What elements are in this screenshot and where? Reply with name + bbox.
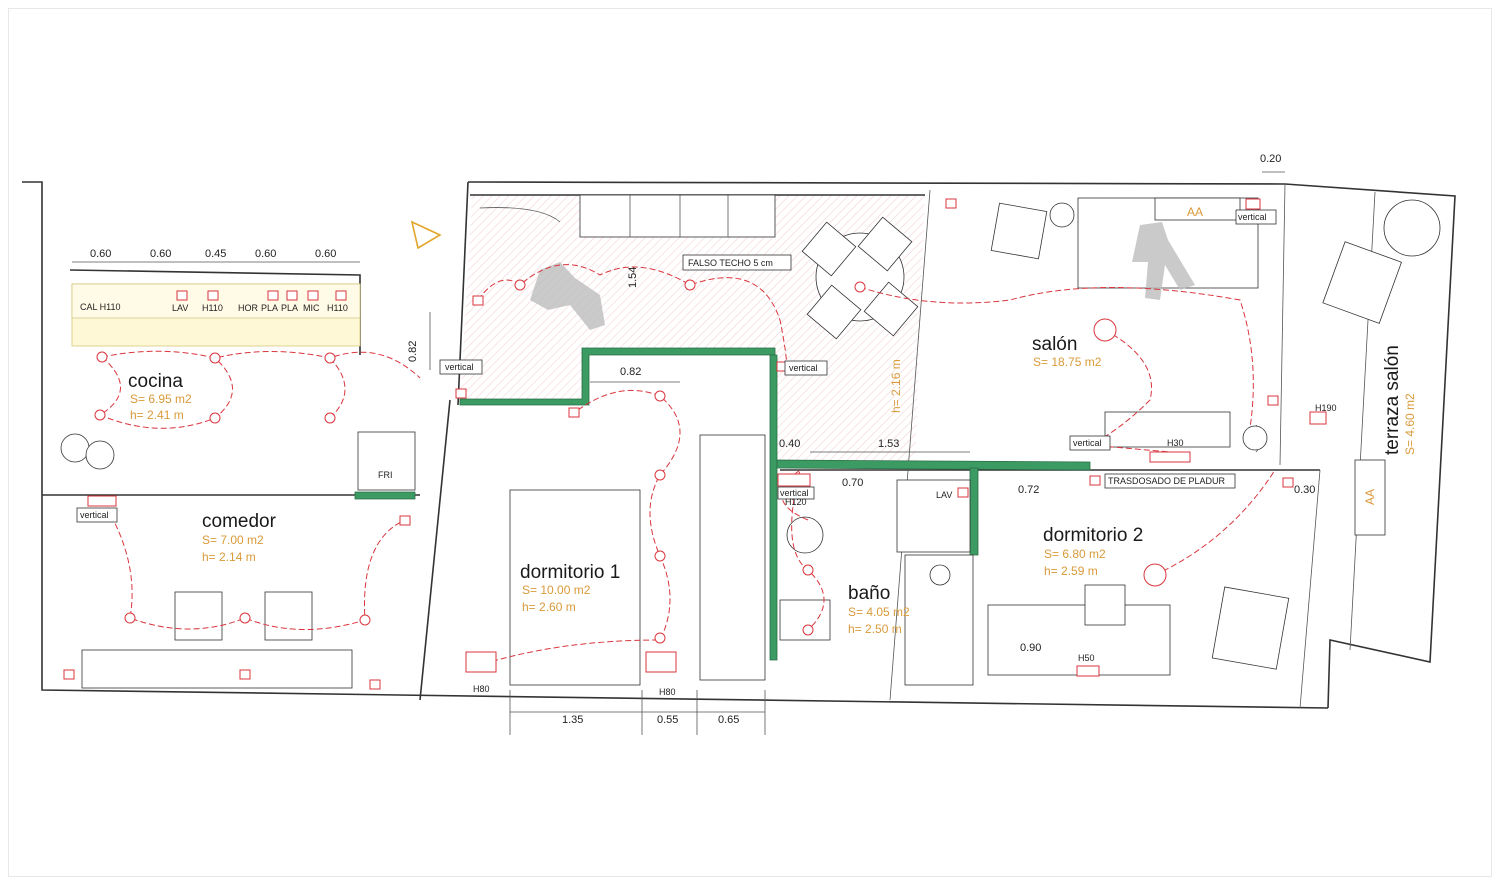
kitchen-dim-4: 0.60 [255, 248, 276, 260]
kitchen-unit-labels: CAL H110 LAV H110 HOR PLA PLA MIC H110 [80, 302, 348, 313]
label-lav-bano: LAV [936, 490, 952, 500]
room-name-cocina: cocina [128, 371, 183, 392]
unit-cal: CAL H110 [80, 302, 121, 312]
room-height-cocina: h= 2.41 m [130, 408, 184, 422]
label-vertical-1: vertical [445, 362, 474, 372]
label-h80-1: H80 [473, 684, 490, 694]
room-height-dormitorio1: h= 2.60 m [522, 600, 576, 614]
unit-h110-a: H110 [202, 303, 223, 313]
label-aa-salon: AA [1187, 205, 1203, 219]
label-vertical-2: vertical [789, 363, 818, 373]
kitchen-dim-3: 0.45 [205, 248, 226, 260]
dim-153: 1.53 [878, 438, 899, 450]
room-name-terraza: terraza salón [1382, 345, 1403, 455]
label-fri: FRI [378, 470, 393, 480]
unit-mic: MIC [303, 303, 320, 313]
room-name-dormitorio1: dormitorio 1 [520, 562, 620, 583]
room-area-terraza: S= 4.60 m2 [1403, 393, 1417, 455]
dim-030: 0.30 [1294, 484, 1315, 496]
plan-dimensions: 0.82 1.54 0.82 0.40 1.53 0.70 0.72 0.30 … [407, 153, 1315, 735]
label-falso-techo: FALSO TECHO 5 cm [688, 258, 773, 268]
label-vertical-5: vertical [780, 488, 809, 498]
label-h80-2: H80 [659, 687, 676, 697]
room-area-salon: S= 18.75 m2 [1033, 355, 1102, 369]
dim-bottom-065: 0.65 [718, 714, 739, 726]
furniture [60, 194, 1441, 689]
light-points [94, 279, 1167, 644]
room-height-bano: h= 2.50 m [848, 622, 902, 636]
dim-070: 0.70 [842, 477, 863, 489]
dim-040: 0.40 [779, 438, 800, 450]
dim-154: 1.54 [627, 267, 639, 288]
room-area-comedor: S= 7.00 m2 [202, 533, 264, 547]
unit-h110-b: H110 [327, 303, 348, 313]
kitchen-dimensions: 0.60 0.60 0.45 0.60 0.60 [72, 248, 360, 263]
dim-020: 0.20 [1260, 153, 1281, 165]
label-aa-terraza: AA [1363, 489, 1377, 505]
kitchen-dim-5: 0.60 [315, 248, 336, 260]
unit-pla-1: PLA [261, 303, 278, 313]
unit-pla-2: PLA [281, 303, 298, 313]
label-h30: H30 [1167, 438, 1184, 448]
room-height-dormitorio2: h= 2.59 m [1044, 564, 1098, 578]
dim-bottom-055: 0.55 [657, 714, 678, 726]
room-labels: cocina S= 6.95 m2 h= 2.41 m comedor S= 7… [128, 334, 1417, 636]
dim-072: 0.72 [1018, 484, 1039, 496]
sockets [63, 198, 1327, 690]
room-name-salon: salón [1032, 334, 1077, 355]
room-area-bano: S= 4.05 m2 [848, 605, 910, 619]
label-h120: H120 [785, 497, 807, 507]
label-h50: H50 [1078, 653, 1095, 663]
label-vertical-4: vertical [1073, 438, 1102, 448]
label-vertical-3: vertical [80, 510, 109, 520]
room-area-dormitorio1: S= 10.00 m2 [522, 583, 591, 597]
dim-090: 0.90 [1020, 642, 1041, 654]
label-trasdosado: TRASDOSADO DE PLADUR [1108, 476, 1226, 486]
room-name-dormitorio2: dormitorio 2 [1043, 525, 1143, 546]
room-name-bano: baño [848, 583, 890, 604]
unit-lav: LAV [172, 303, 188, 313]
label-vertical-6: vertical [1238, 212, 1267, 222]
dim-082-vertical: 0.82 [407, 341, 419, 362]
page-frame [8, 8, 1492, 877]
dim-bottom-135: 1.35 [562, 714, 583, 726]
annotation-tags: FALSO TECHO 5 cm TRASDOSADO DE PLADUR ve… [76, 205, 1377, 697]
kitchen-dim-1: 0.60 [90, 248, 111, 260]
dim-082-horizontal: 0.82 [620, 366, 641, 378]
room-area-cocina: S= 6.95 m2 [130, 392, 192, 406]
room-height-comedor: h= 2.14 m [202, 550, 256, 564]
label-h190: H190 [1315, 403, 1337, 413]
kitchen-dim-2: 0.60 [150, 248, 171, 260]
dim-h216: h= 2.16 m [889, 359, 903, 413]
room-name-comedor: comedor [202, 511, 277, 532]
unit-hor: HOR [238, 303, 259, 313]
room-area-dormitorio2: S= 6.80 m2 [1044, 547, 1106, 561]
falso-techo-zone [460, 195, 925, 465]
